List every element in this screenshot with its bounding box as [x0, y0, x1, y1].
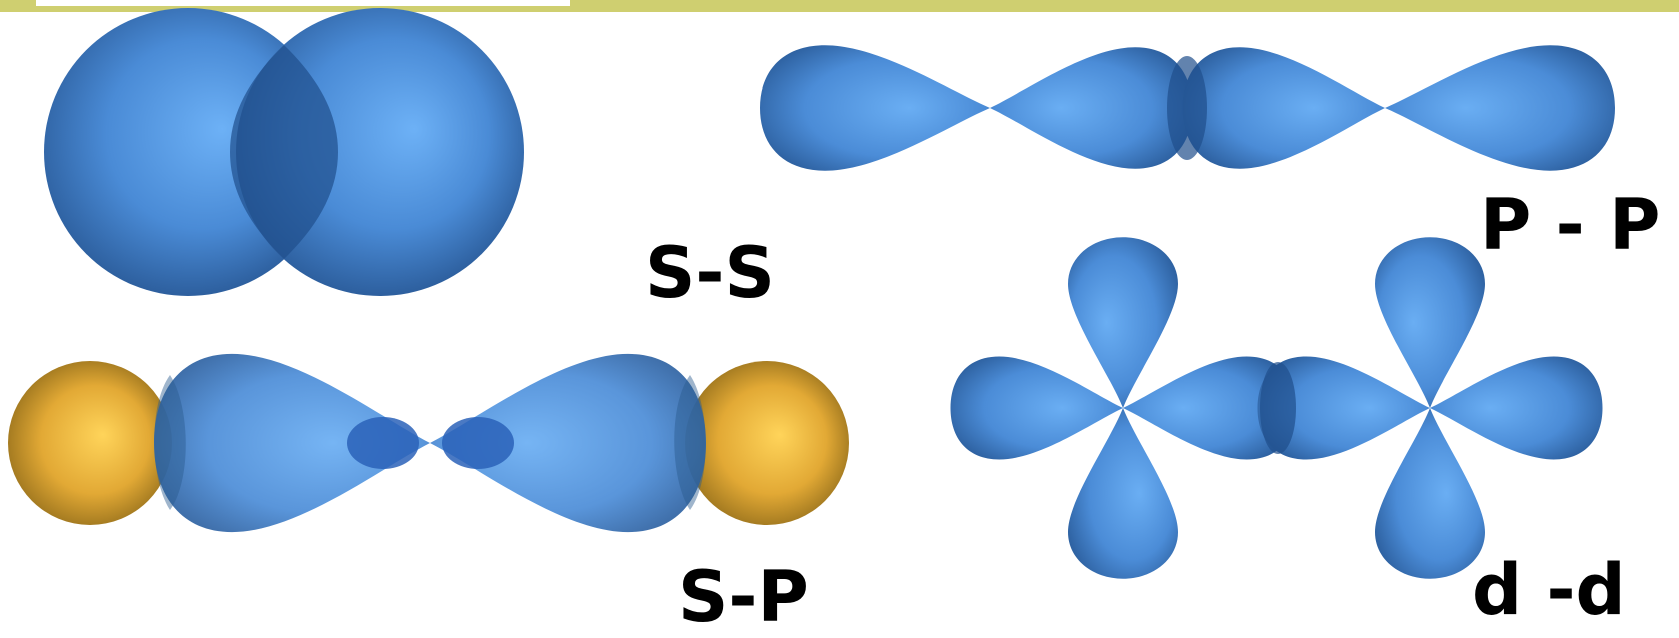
label-s-s: S-S	[645, 232, 775, 314]
label-s-p: S-P	[678, 556, 809, 638]
label-d-d: d -d	[1472, 549, 1626, 631]
p-p-overlap-region	[1167, 56, 1207, 160]
s-orbital-gold-left	[8, 361, 172, 525]
s-p-overlap-region-right	[674, 375, 706, 510]
s-s-overlap-region	[230, 45, 338, 259]
top-accent-bar-gap	[36, 0, 570, 6]
p-p-overlap-group	[760, 45, 1615, 171]
p-orbital-lobe	[1385, 45, 1615, 171]
s-p-inner-lobe-right	[442, 417, 514, 469]
p-orbital-lobe	[1182, 47, 1385, 169]
s-p-overlap-region-left	[154, 375, 186, 510]
s-orbital-gold-right	[685, 361, 849, 525]
p-orbital-lobe	[990, 47, 1193, 169]
d-d-overlap-region	[1260, 362, 1296, 454]
s-s-overlap-group	[44, 8, 524, 296]
p-orbital-lobe	[760, 45, 990, 171]
label-p-p: P - P	[1480, 184, 1661, 266]
d-d-overlap-group	[950, 237, 1603, 579]
s-p-inner-lobe-left	[347, 417, 419, 469]
d-orbital-left	[950, 237, 1296, 579]
s-p-overlap-group	[8, 353, 849, 533]
d-orbital-right	[1257, 237, 1603, 579]
